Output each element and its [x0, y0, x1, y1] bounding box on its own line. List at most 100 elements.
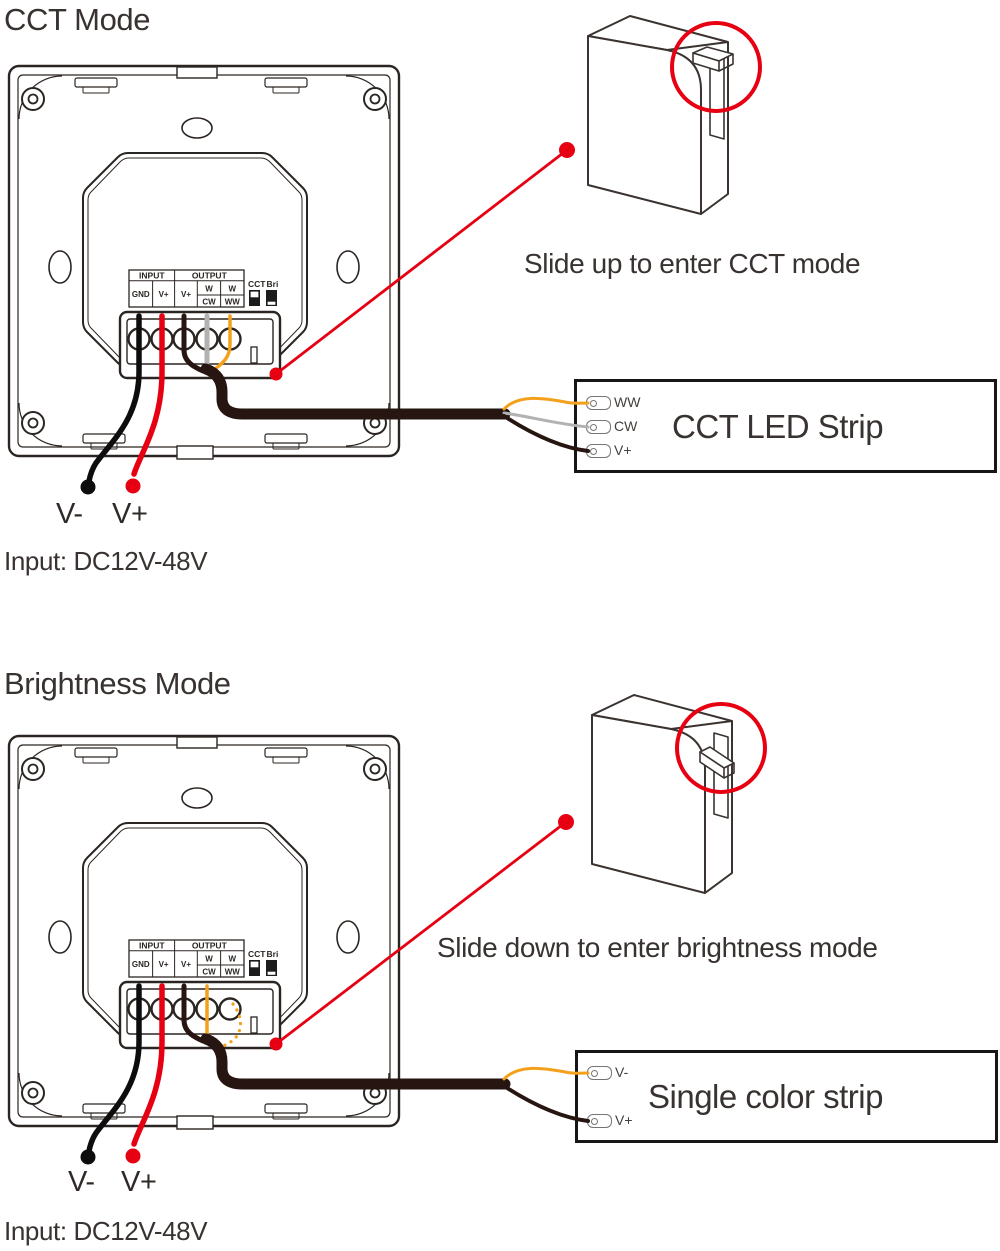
strip-pad-vminus: [587, 1066, 612, 1080]
switch-knob-side: [723, 763, 735, 779]
switch-knob-down-icon: [699, 746, 735, 769]
brightness-callout: [269, 702, 767, 1051]
highlight-circle-icon: [670, 21, 762, 113]
side-oval-hole: [48, 250, 72, 284]
mount-tab: [264, 77, 308, 88]
terminal-gnd-label: GND: [132, 290, 150, 299]
terminal-ww-label: WW: [225, 298, 241, 307]
highlight-circle-icon: [675, 702, 767, 794]
ww-wire-dotted-optional: [221, 1002, 243, 1048]
panel-inner-frame: [17, 74, 391, 448]
output-cable: [200, 363, 511, 420]
output-cable: [200, 1033, 511, 1090]
terminal-hole-gnd: [127, 327, 151, 351]
brightness-input-pos-label: V+: [121, 1166, 157, 1198]
input-header: INPUT: [139, 271, 165, 281]
mount-tab: [272, 442, 300, 450]
terminal-table: INPUT OUTPUT GND V+ V+ W CW W WW: [128, 269, 245, 308]
bottom-notch: [176, 445, 214, 460]
callout-dot: [559, 142, 575, 158]
brightness-input-note: Input: DC12V-48V: [4, 1216, 208, 1246]
terminal-block-inner: [126, 318, 274, 365]
brightness-output-wiring: [181, 983, 590, 1123]
mount-tab: [82, 86, 110, 94]
module-top-face: [587, 15, 729, 51]
output-header: OUTPUT: [192, 271, 228, 281]
terminal-cw-label: CW: [202, 298, 216, 307]
pad-hole-icon: [590, 399, 597, 407]
brightness-input-neg-label: V-: [68, 1166, 95, 1198]
pad-hole-icon: [590, 447, 597, 455]
side-oval-hole: [336, 250, 360, 284]
terminal-hole-vplus-out: [172, 327, 196, 351]
corner-boss: [18, 75, 63, 120]
terminal-hole-ww: [218, 327, 242, 351]
strip-pad-cw: [586, 420, 611, 434]
input-power-wires-brightness: [81, 986, 163, 1165]
mount-tab: [272, 86, 300, 94]
callout-dot: [558, 814, 574, 830]
switch-knob-front: [699, 751, 725, 779]
switch-up-icon: [249, 290, 260, 306]
pad-label-vplus: V+: [615, 1112, 633, 1128]
cct-callout: [269, 21, 762, 381]
top-oval-hole: [181, 117, 213, 139]
single-strip-title: Single color strip: [648, 1078, 883, 1115]
terminal-hole-cw: [195, 327, 219, 351]
mode-switch-legend: CCT Bri: [248, 279, 278, 306]
pad-hole-icon: [591, 1069, 598, 1077]
module-front-face: [587, 35, 702, 215]
cct-input-pos-label: V+: [112, 498, 148, 530]
terminal-block: [118, 310, 282, 380]
callout-dot: [269, 367, 283, 381]
screw-icon: [21, 87, 45, 111]
switch-down-knob-icon: [266, 300, 277, 306]
screw-icon: [21, 411, 45, 435]
input-power-wires: [80, 313, 165, 495]
terminal-hole-vplus-in: [150, 327, 174, 351]
mount-tab: [90, 442, 118, 450]
screw-icon: [363, 87, 387, 111]
strip-pad-ww: [586, 396, 611, 410]
vplus-wire-red: [131, 313, 165, 477]
module-front-face: [591, 714, 706, 894]
cct-input-neg-label: V-: [56, 498, 83, 530]
gnd-wire-black: [86, 313, 142, 484]
mount-tab: [82, 433, 126, 444]
single-color-strip-box: V- V+ Single color strip: [575, 1050, 998, 1143]
corner-boss: [345, 402, 390, 447]
ww-wire-orange: [212, 314, 232, 372]
strip-pad-vplus: [586, 444, 611, 458]
terminal-w1-label: W: [205, 285, 213, 294]
mount-tab: [264, 433, 308, 444]
switch-knob-front: [692, 52, 720, 72]
mount-tab: [74, 77, 118, 88]
corner-boss: [345, 75, 390, 120]
top-notch: [176, 66, 218, 79]
corner-boss: [18, 402, 63, 447]
brightness-instruction: Slide down to enter brightness mode: [437, 932, 878, 963]
switch-module-cct: [587, 15, 734, 215]
panel-outer-frame: [7, 64, 401, 458]
pad-label-cw: CW: [614, 418, 638, 434]
cct-output-wiring: [181, 313, 590, 453]
pad-label-vminus: V-: [615, 1064, 629, 1080]
pad-hole-icon: [590, 423, 597, 431]
touch-panel-back: INPUT OUTPUT GND V+ V+ W CW W WW CCT Bri: [7, 64, 401, 460]
module-side-face: [700, 42, 729, 215]
terminal-slot: [250, 346, 258, 364]
screw-icon: [363, 411, 387, 435]
cct-input-note: Input: DC12V-48V: [4, 546, 208, 576]
module-top-face: [591, 694, 733, 730]
switch-up-knob-icon: [249, 290, 260, 299]
touch-panel-back-brightness: [9, 736, 399, 1129]
strip-pad-vplus: [587, 1114, 612, 1128]
switch-knob-up-icon: [692, 46, 734, 62]
switch-slot: [713, 732, 729, 819]
vplus-out-wire: [181, 313, 206, 374]
pad-label-ww: WW: [614, 394, 641, 410]
module-side-face: [704, 721, 733, 894]
switch-knob-side: [718, 54, 734, 72]
octagon-module-outline: [82, 152, 308, 368]
